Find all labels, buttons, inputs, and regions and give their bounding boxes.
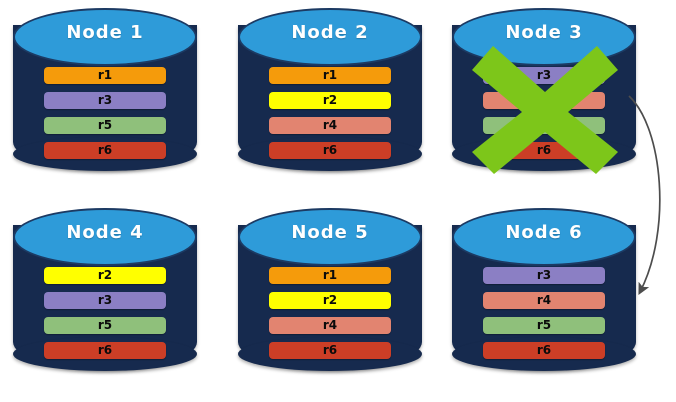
record-bar-r5[interactable]: r5 <box>44 317 166 334</box>
record-list: r2 r3 r5 r6 <box>44 267 166 359</box>
cylinder-top-ellipse <box>13 8 197 66</box>
record-bar-r6[interactable]: r6 <box>269 342 391 359</box>
cylinder-top-ellipse <box>452 8 636 66</box>
record-bar-r4[interactable]: r4 <box>483 292 605 309</box>
record-bar-r3[interactable]: r3 <box>483 267 605 284</box>
cylinder-top-ellipse <box>238 8 422 66</box>
record-bar-r2[interactable]: r2 <box>269 92 391 109</box>
record-bar-r3[interactable]: r3 <box>44 92 166 109</box>
record-list: r1 r2 r4 r6 <box>269 67 391 159</box>
record-list: r3 r4 r5 r6 <box>483 267 605 359</box>
record-bar-r4[interactable]: r4 <box>269 317 391 334</box>
record-bar-r6[interactable]: r6 <box>44 342 166 359</box>
record-bar-r4[interactable]: r4 <box>269 117 391 134</box>
record-bar-r6[interactable]: r6 <box>483 142 605 159</box>
record-bar-r1[interactable]: r1 <box>44 67 166 84</box>
record-bar-r1[interactable]: r1 <box>269 67 391 84</box>
record-bar-r6[interactable]: r6 <box>269 142 391 159</box>
record-bar-r4[interactable]: r4 <box>483 92 605 109</box>
record-list: r1 r3 r5 r6 <box>44 67 166 159</box>
record-bar-r1[interactable]: r1 <box>269 267 391 284</box>
record-bar-r3[interactable]: r3 <box>483 67 605 84</box>
record-list: r3 r4 r5 r6 <box>483 67 605 159</box>
cylinder-top-ellipse <box>452 208 636 266</box>
record-bar-r5[interactable]: r5 <box>483 117 605 134</box>
record-bar-r2[interactable]: r2 <box>44 267 166 284</box>
cylinder-top-ellipse <box>238 208 422 266</box>
record-bar-r2[interactable]: r2 <box>269 292 391 309</box>
record-bar-r6[interactable]: r6 <box>483 342 605 359</box>
record-bar-r5[interactable]: r5 <box>483 317 605 334</box>
cylinder-top-ellipse <box>13 208 197 266</box>
record-bar-r5[interactable]: r5 <box>44 117 166 134</box>
record-bar-r3[interactable]: r3 <box>44 292 166 309</box>
record-bar-r6[interactable]: r6 <box>44 142 166 159</box>
record-list: r1 r2 r4 r6 <box>269 267 391 359</box>
